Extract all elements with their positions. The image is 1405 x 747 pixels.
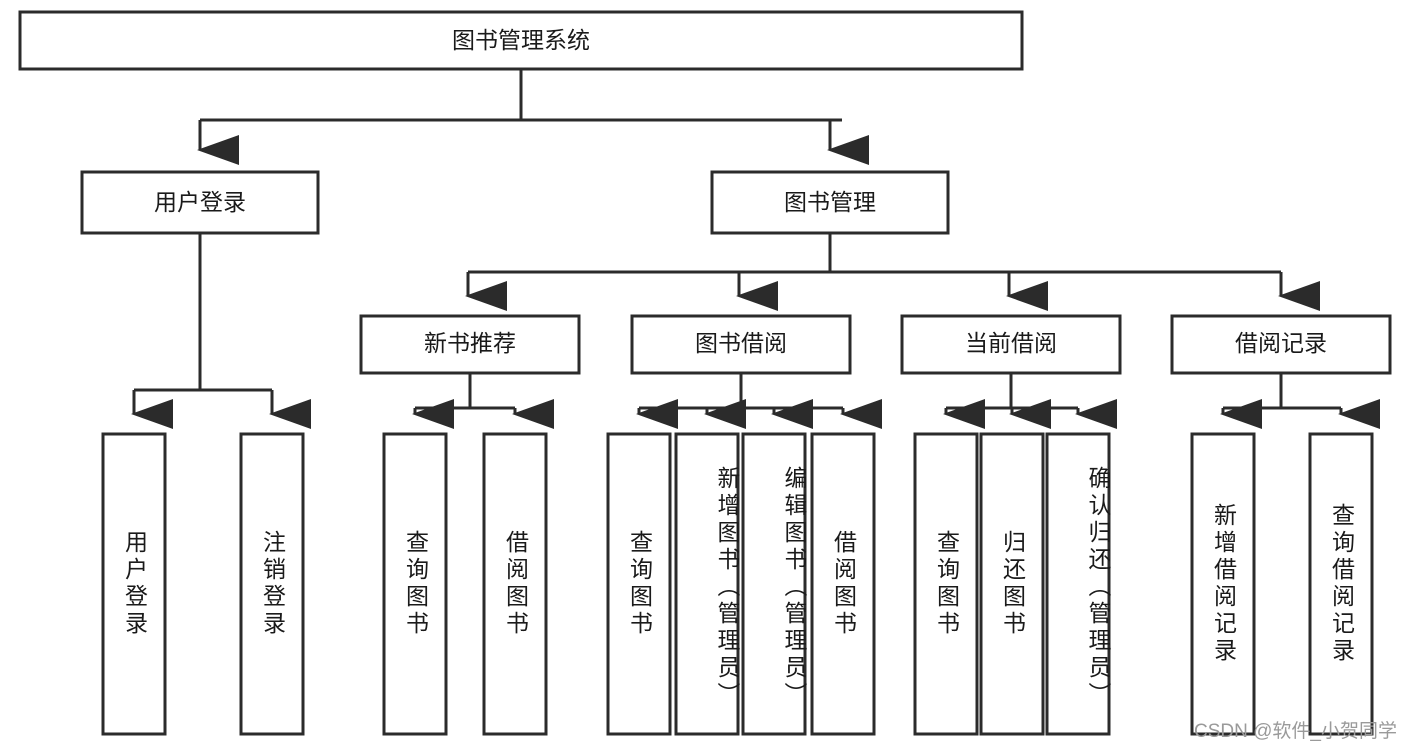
connector-borrow-record-to-leaves	[1220, 373, 1380, 429]
leaf-box-query-book-recommend[interactable]	[382, 432, 448, 736]
connector-user-login-to-leaves	[131, 233, 311, 429]
node-user-login-box[interactable]	[80, 170, 320, 235]
node-user-login[interactable]: 用户登录	[80, 170, 320, 235]
node-new-book-recommend[interactable]: 新书推荐	[359, 314, 581, 375]
leaf-box-query-book-borrow[interactable]	[606, 432, 672, 736]
leaf-box-borrow-book-recommend[interactable]	[482, 432, 548, 736]
connector-current-borrow-to-leaves	[943, 373, 1117, 429]
node-new-book-recommend-label: 新书推荐	[424, 330, 516, 356]
node-book-management[interactable]: 图书管理	[710, 170, 950, 235]
leaf-box-user-logout[interactable]	[239, 432, 305, 736]
node-borrow-record[interactable]: 借阅记录	[1170, 314, 1392, 375]
leaf-box-query-borrow-record[interactable]	[1308, 432, 1374, 736]
node-current-borrow-label: 当前借阅	[965, 330, 1057, 356]
leaf-box-confirm-return-admin[interactable]	[1045, 432, 1111, 736]
node-book-borrow[interactable]: 图书借阅	[630, 314, 852, 375]
leaf-box-user-login[interactable]	[101, 432, 167, 736]
leaf-boxes-group	[101, 432, 1374, 736]
node-root[interactable]: 图书管理系统	[18, 10, 1024, 71]
node-book-borrow-label: 图书借阅	[695, 330, 787, 356]
leaf-box-edit-book-admin[interactable]	[741, 432, 807, 736]
connector-root-to-level2	[197, 69, 869, 165]
node-borrow-record-label: 借阅记录	[1235, 330, 1327, 356]
leaf-box-borrow-book[interactable]	[810, 432, 876, 736]
leaf-box-add-borrow-record[interactable]	[1190, 432, 1256, 736]
node-new-book-recommend-box[interactable]	[359, 314, 581, 375]
leaf-box-return-book[interactable]	[979, 432, 1045, 736]
node-current-borrow-box[interactable]	[900, 314, 1122, 375]
node-root-box[interactable]	[18, 10, 1024, 71]
node-book-management-label: 图书管理	[784, 189, 876, 215]
leaf-box-add-book-admin[interactable]	[674, 432, 740, 736]
connector-book-borrow-to-leaves	[636, 373, 882, 429]
connector-new-book-recommend-to-leaves	[412, 373, 554, 429]
leaf-box-query-book-current[interactable]	[913, 432, 979, 736]
node-user-login-label: 用户登录	[154, 189, 246, 215]
csdn-watermark: CSDN @软件_小贺同学	[1194, 721, 1397, 742]
connector-book-management-to-level3	[465, 233, 1320, 311]
node-current-borrow[interactable]: 当前借阅	[900, 314, 1122, 375]
node-root-label: 图书管理系统	[452, 27, 590, 53]
